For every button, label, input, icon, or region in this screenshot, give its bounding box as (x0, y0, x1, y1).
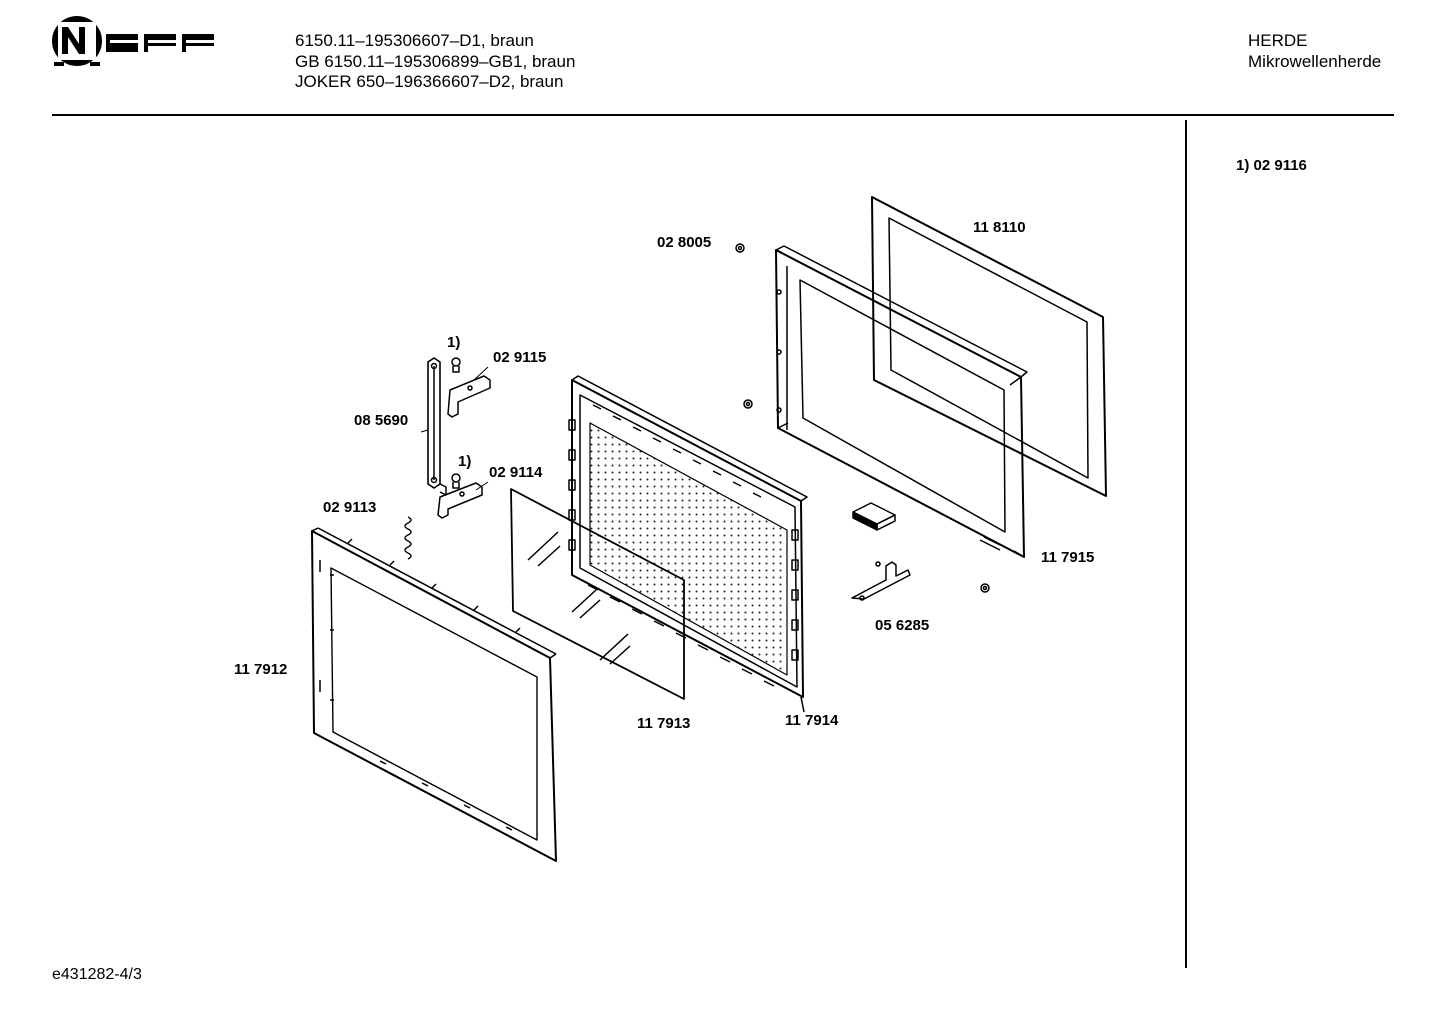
category-block: HERDE Mikrowellenherde (1248, 31, 1381, 72)
part-screw-upper (451, 357, 461, 373)
label-117913: 11 7913 (637, 715, 691, 732)
part-rear-screw-1 (735, 243, 745, 253)
model-line-2: GB 6150.11–195306899–GB1, braun (295, 51, 576, 71)
label-footnote-ref-upper: 1) (447, 334, 461, 351)
part-mesh-door (568, 375, 808, 713)
label-056285: 05 6285 (875, 617, 930, 634)
part-rear-screw-2 (743, 399, 753, 409)
label-footnote-ref-lower: 1) (458, 453, 472, 470)
part-spring (404, 516, 412, 560)
category-subtitle: Mikrowellenherde (1248, 51, 1382, 71)
part-front-frame (311, 527, 557, 862)
model-line-3: JOKER 650–196366607–D2, braun (295, 72, 564, 91)
part-upper-latch (447, 375, 491, 418)
label-029114: 02 9114 (489, 464, 543, 481)
label-029113: 02 9113 (323, 499, 377, 516)
label-029115: 02 9115 (493, 349, 547, 366)
part-rear-frame (775, 245, 1028, 558)
model-list: 6150.11–195306607–D1, braun GB 6150.11–1… (295, 31, 575, 93)
label-028005: 02 8005 (657, 234, 712, 251)
part-lower-latch (437, 482, 483, 519)
document-code: e431282-4/3 (52, 966, 142, 983)
label-117915: 11 7915 (1041, 549, 1095, 566)
category-title: HERDE (1248, 31, 1308, 50)
part-screw-lower (451, 473, 461, 489)
part-hinge-bar (427, 357, 447, 496)
neff-logo (52, 16, 214, 66)
header-divider (52, 114, 1394, 116)
part-rear-panel (871, 196, 1107, 497)
part-bracket (851, 561, 911, 601)
part-glass-pane (510, 488, 685, 700)
footnote-part: 1) 02 9116 (1236, 157, 1307, 174)
part-pad (852, 502, 896, 531)
part-rear-screw-3 (980, 583, 990, 593)
label-117914: 11 7914 (785, 712, 839, 729)
label-118110: 11 8110 (973, 219, 1026, 236)
label-085690: 08 5690 (354, 412, 409, 429)
label-117912: 11 7912 (234, 661, 288, 678)
sidebar-divider (1185, 120, 1187, 968)
model-line-1: 6150.11–195306607–D1, braun (295, 31, 534, 50)
